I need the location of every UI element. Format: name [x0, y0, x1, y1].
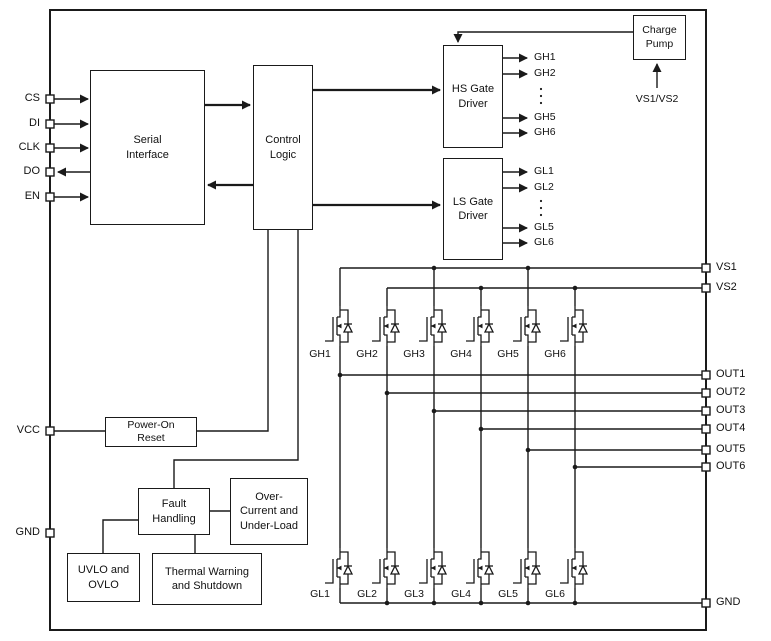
pin-out1: [701, 370, 711, 380]
hs-output-label-gh6: GH6: [534, 126, 556, 138]
nmos-fet-gl6: [559, 547, 588, 589]
low-side-fets: [324, 547, 588, 589]
pin-out4: [701, 424, 711, 434]
pin-do: [45, 167, 55, 177]
block-charge-pump: Charge Pump: [633, 15, 686, 60]
pin-label-vs1: VS1: [716, 261, 737, 273]
hs-output-label-gh5: GH5: [534, 111, 556, 123]
pin-di: [45, 119, 55, 129]
pin-label-out1: OUT1: [716, 368, 746, 380]
fet-label-gl5: GL5: [498, 588, 518, 600]
junction-dots: [337, 265, 578, 606]
pin-label-gnd-right: GND: [716, 596, 741, 608]
fet-label-gh6: GH6: [544, 348, 566, 360]
nmos-fet-gh5: [512, 305, 541, 347]
fet-label-gh1: GH1: [309, 348, 331, 360]
pin-vs1: [701, 263, 711, 273]
pin-squares: [45, 94, 711, 608]
pin-cs: [45, 94, 55, 104]
charge-pump-input-label: VS1/VS2: [635, 93, 679, 105]
pin-vcc: [45, 426, 55, 436]
fet-label-gl6: GL6: [545, 588, 565, 600]
ls-output-label-gl6: GL6: [534, 236, 554, 248]
pin-label-out6: OUT6: [716, 460, 746, 472]
fet-label-gh5: GH5: [497, 348, 519, 360]
ls-output-label-gl1: GL1: [534, 165, 554, 177]
logic-wires: [54, 31, 662, 553]
bus-arrows: [205, 85, 441, 210]
pin-out2: [701, 388, 711, 398]
nmos-fet-gh4: [465, 305, 494, 347]
fet-label-gh2: GH2: [356, 348, 378, 360]
pin-out5: [701, 445, 711, 455]
nmos-fet-gh6: [559, 305, 588, 347]
pin-label-gnd-left: GND: [15, 526, 40, 538]
power-stage-wires: [339, 267, 702, 604]
pin-label-out4: OUT4: [716, 422, 746, 434]
pin-clk: [45, 143, 55, 153]
fet-label-gl3: GL3: [404, 588, 424, 600]
hs-output-label-gh1: GH1: [534, 51, 556, 63]
pin-out6: [701, 462, 711, 472]
nmos-fet-gl1: [324, 547, 353, 589]
pin-vs2: [701, 283, 711, 293]
pin-label-clk: CLK: [18, 141, 40, 153]
pin-label-vcc: VCC: [16, 424, 40, 436]
nmos-fet-gl4: [465, 547, 494, 589]
block-fault-handling: Fault Handling: [138, 488, 210, 535]
pin-label-vs2: VS2: [716, 281, 737, 293]
pin-en: [45, 192, 55, 202]
nmos-fet-gh1: [324, 305, 353, 347]
ls-output-label-gl2: GL2: [534, 181, 554, 193]
block-hs-gate-driver: HS Gate Driver: [443, 45, 503, 148]
high-side-fets: [324, 305, 588, 347]
pin-label-out5: OUT5: [716, 443, 746, 455]
pin-label-di: DI: [29, 117, 40, 129]
fet-label-gl4: GL4: [451, 588, 471, 600]
hs-output-label-gh2: GH2: [534, 67, 556, 79]
block-power-on-reset: Power-On Reset: [105, 417, 197, 447]
block-control-logic: Control Logic: [253, 65, 313, 230]
pin-gnd-left: [45, 528, 55, 538]
nmos-fet-gl5: [512, 547, 541, 589]
block-thermal-warning-shutdown: Thermal Warning and Shutdown: [152, 553, 262, 605]
fet-label-gh4: GH4: [450, 348, 472, 360]
pin-label-out2: OUT2: [716, 386, 746, 398]
fet-label-gl1: GL1: [310, 588, 330, 600]
block-serial-interface: Serial Interface: [90, 70, 205, 225]
fet-label-gl2: GL2: [357, 588, 377, 600]
block-uvlo-ovlo: UVLO and OVLO: [67, 553, 140, 602]
pin-gnd-right: [701, 598, 711, 608]
pin-label-cs: CS: [24, 92, 40, 104]
nmos-fet-gh2: [371, 305, 400, 347]
block-over-current-under-load: Over- Current and Under-Load: [230, 478, 308, 545]
nmos-fet-gl2: [371, 547, 400, 589]
chip-boundary: [49, 9, 707, 631]
pin-out3: [701, 406, 711, 416]
nmos-fet-gl3: [418, 547, 447, 589]
pin-label-do: DO: [23, 165, 41, 177]
ellipsis-dots: [539, 87, 543, 217]
block-ls-gate-driver: LS Gate Driver: [443, 158, 503, 260]
ls-output-label-gl5: GL5: [534, 221, 554, 233]
nmos-fet-gh3: [418, 305, 447, 347]
pin-label-out3: OUT3: [716, 404, 746, 416]
fet-label-gh3: GH3: [403, 348, 425, 360]
pin-label-en: EN: [24, 190, 40, 202]
